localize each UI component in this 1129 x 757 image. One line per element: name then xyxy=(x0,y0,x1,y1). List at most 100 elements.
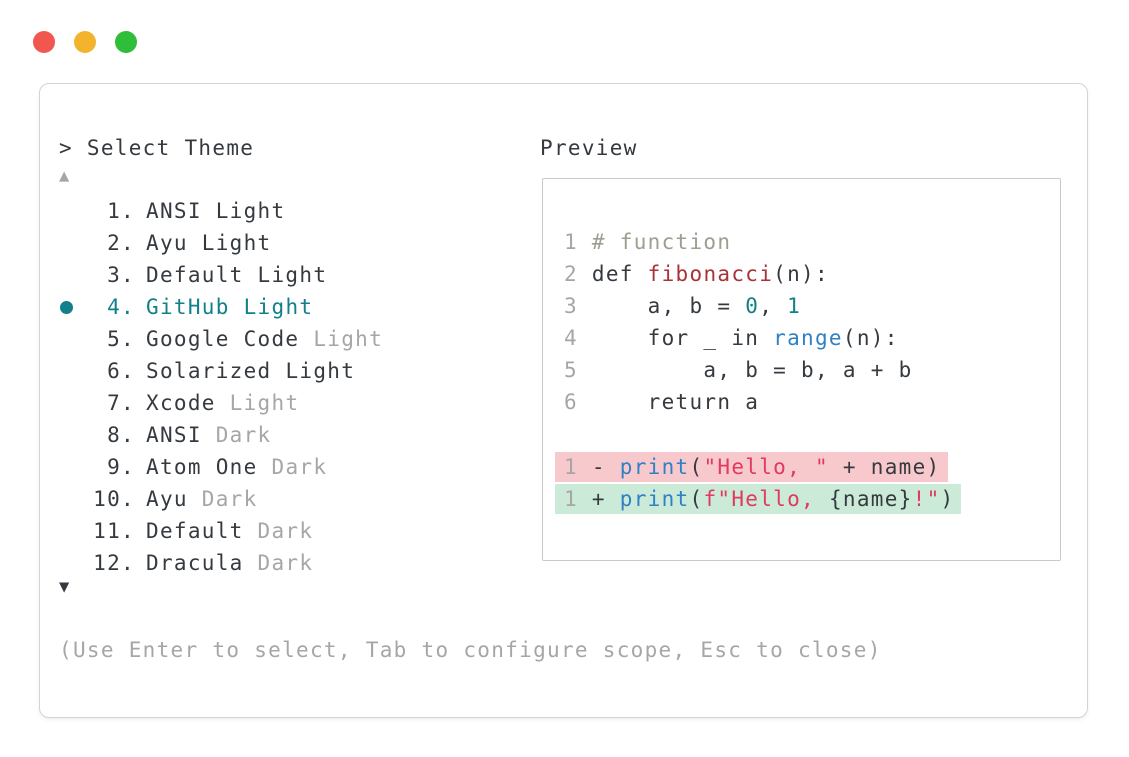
code-token: + name) xyxy=(828,455,941,479)
theme-item-variant: Light xyxy=(229,391,300,415)
code-token: print xyxy=(619,487,690,511)
theme-item-variant: Dark xyxy=(201,487,258,511)
theme-item-ayu-dark[interactable]: 10. Ayu Dark xyxy=(59,483,383,515)
code-token: for _ in xyxy=(591,326,774,350)
code-token: , xyxy=(759,294,788,318)
item-marker xyxy=(59,227,91,259)
item-marker xyxy=(59,451,91,483)
scroll-up-icon[interactable]: ▲ xyxy=(59,166,70,186)
item-marker xyxy=(59,419,91,451)
theme-item-google-code-light[interactable]: 5.Google Code Light xyxy=(59,323,383,355)
theme-item-ayu-light[interactable]: 2. Ayu Light xyxy=(59,227,383,259)
code-token: + xyxy=(591,487,620,511)
code-line: 3 a, b = 0, 1 xyxy=(564,290,1060,322)
theme-item-number: 11. xyxy=(93,519,135,543)
line-number: 6 xyxy=(564,390,592,414)
theme-item-label: Ayu Dark xyxy=(146,487,258,511)
theme-item-ansi-light[interactable]: 1.ANSI Light xyxy=(59,195,383,227)
code-token: 0 xyxy=(745,294,760,318)
theme-item-label: Default Light xyxy=(146,263,328,287)
minimize-button-icon[interactable] xyxy=(74,31,96,53)
theme-item-number: 10. xyxy=(93,487,135,511)
theme-item-variant: Dark xyxy=(271,455,328,479)
item-marker xyxy=(59,195,91,227)
theme-item-label: ANSI Dark xyxy=(146,423,272,447)
code-token: {name} xyxy=(828,487,913,511)
theme-item-variant: Dark xyxy=(257,551,314,575)
theme-item-default-dark[interactable]: 11.Default Dark xyxy=(59,515,383,547)
item-marker xyxy=(59,387,91,419)
theme-item-atom-one-dark[interactable]: 9. Atom One Dark xyxy=(59,451,383,483)
code-token: "Hello, " xyxy=(703,455,829,479)
code-line: 1 # function xyxy=(564,226,1060,258)
line-number: 5 xyxy=(564,358,592,382)
code-line: 2 def fibonacci(n): xyxy=(564,258,1060,290)
code-token: # function xyxy=(591,230,732,254)
item-marker xyxy=(59,483,91,515)
code-token: return a xyxy=(591,390,760,414)
line-number: 1 xyxy=(564,230,592,254)
diff-highlight-added: 1 + print(f"Hello, {name}!") xyxy=(555,484,962,514)
theme-item-variant: Dark xyxy=(215,423,272,447)
theme-item-github-light[interactable]: 4. GitHub Light xyxy=(59,291,383,323)
picker-title: > Select Theme xyxy=(59,136,255,160)
theme-item-label: Solarized Light xyxy=(146,359,356,383)
window-controls xyxy=(33,31,137,53)
item-marker xyxy=(59,259,91,291)
theme-item-number: 5. xyxy=(93,327,135,351)
code-token: ) xyxy=(940,487,955,511)
code-token: ( xyxy=(689,455,704,479)
theme-item-number: 1. xyxy=(93,199,135,223)
item-marker xyxy=(59,547,91,579)
theme-item-variant: Light xyxy=(243,295,314,319)
code-line: 4 for _ in range(n): xyxy=(564,322,1060,354)
code-token: ( xyxy=(689,487,704,511)
selected-bullet-icon xyxy=(59,291,91,323)
line-number: 2 xyxy=(564,262,592,286)
theme-item-number: 7. xyxy=(93,391,135,415)
theme-item-number: 3. xyxy=(93,263,135,287)
theme-item-variant: Light xyxy=(201,231,272,255)
theme-item-variant: Light xyxy=(313,327,384,351)
item-marker xyxy=(59,355,91,387)
code-token: fibonacci xyxy=(647,262,774,286)
code-token: - xyxy=(591,455,620,479)
theme-item-number: 9. xyxy=(93,455,135,479)
theme-item-number: 6. xyxy=(93,359,135,383)
code-token: 1 xyxy=(787,294,802,318)
selected-bullet-icon xyxy=(60,300,73,314)
code-diff-line-removed: 1 - print("Hello, " + name) xyxy=(555,450,1060,482)
line-number: 1 xyxy=(564,455,592,479)
code-token: !" xyxy=(912,487,941,511)
maximize-button-icon[interactable] xyxy=(115,31,137,53)
close-button-icon[interactable] xyxy=(33,31,55,53)
theme-list: 1.ANSI Light 2. Ayu Light 3. Default Light… xyxy=(59,195,383,579)
preview-label: Preview xyxy=(540,136,638,160)
theme-item-number: 4. xyxy=(93,295,135,319)
theme-picker-window: > Select Theme Preview ▲ 1.ANSI Light 2.… xyxy=(39,83,1088,718)
code-diff-line-added: 1 + print(f"Hello, {name}!") xyxy=(555,482,1060,514)
code-token: f"Hello, xyxy=(703,487,829,511)
theme-item-label: Ayu Light xyxy=(146,231,272,255)
theme-item-label: Dracula Dark xyxy=(146,551,314,575)
code-token: (n): xyxy=(842,326,899,350)
theme-item-number: 2. xyxy=(93,231,135,255)
theme-item-number: 8. xyxy=(93,423,135,447)
code-blank-line xyxy=(564,418,1060,450)
line-number: 3 xyxy=(564,294,592,318)
theme-item-dracula-dark[interactable]: 12.Dracula Dark xyxy=(59,547,383,579)
theme-item-variant: Dark xyxy=(257,519,314,543)
code-token: range xyxy=(773,326,843,350)
theme-item-solarized-light[interactable]: 6. Solarized Light xyxy=(59,355,383,387)
theme-item-xcode-light[interactable]: 7. Xcode Light xyxy=(59,387,383,419)
theme-item-ansi-dark[interactable]: 8. ANSI Dark xyxy=(59,419,383,451)
scroll-down-icon[interactable]: ▼ xyxy=(59,577,70,597)
theme-item-label: GitHub Light xyxy=(146,295,314,319)
theme-item-label: Atom One Dark xyxy=(146,455,328,479)
theme-item-default-light[interactable]: 3. Default Light xyxy=(59,259,383,291)
line-number: 4 xyxy=(564,326,592,350)
theme-item-label: Xcode Light xyxy=(146,391,300,415)
line-number: 1 xyxy=(564,487,592,511)
